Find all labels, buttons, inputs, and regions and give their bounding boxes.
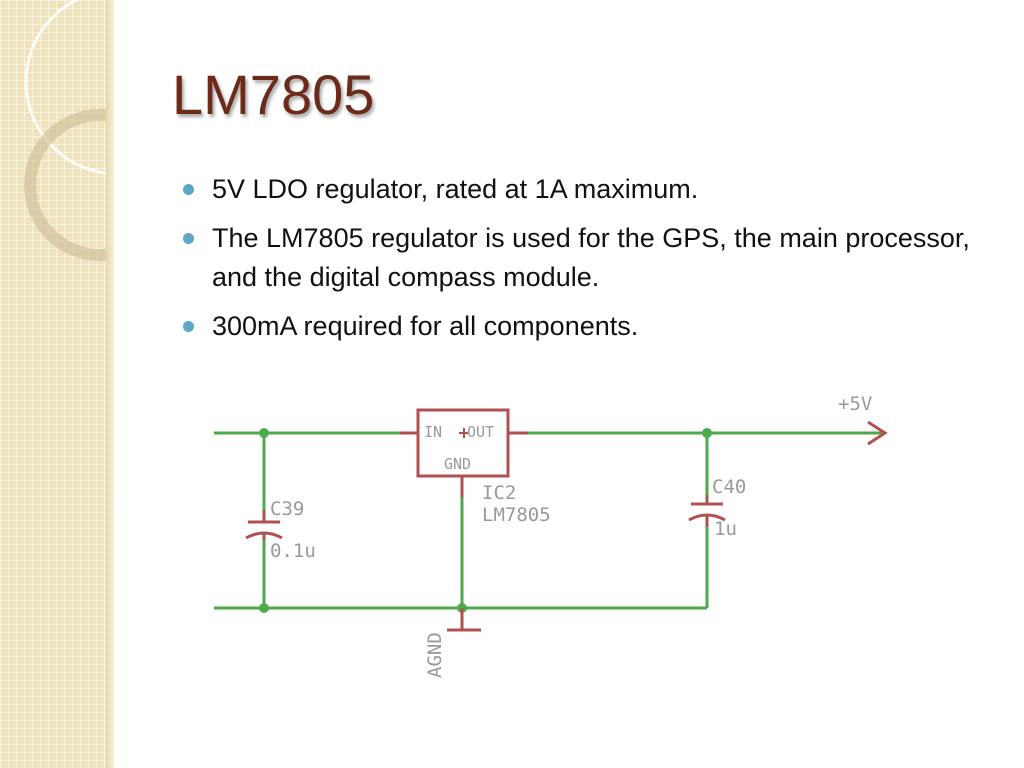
slide-title: LM7805 bbox=[172, 63, 375, 126]
bullet-text: 5V LDO regulator, rated at 1A maximum. bbox=[212, 174, 699, 204]
ic2-in-label: IN bbox=[424, 423, 442, 441]
ic2-out-label: OUT bbox=[467, 423, 494, 441]
ic2-part-label: LM7805 bbox=[482, 504, 551, 526]
bullet-text: The LM7805 regulator is used for the GPS… bbox=[212, 223, 970, 292]
component-symbols bbox=[245, 408, 888, 632]
bullet-item: The LM7805 regulator is used for the GPS… bbox=[180, 219, 1000, 297]
ic2-gnd-label: GND bbox=[444, 455, 471, 473]
supply-label: +5V bbox=[838, 393, 872, 415]
decorative-circles bbox=[24, 0, 114, 261]
bullet-dot-icon bbox=[183, 321, 194, 332]
decorative-side-panel bbox=[0, 0, 114, 768]
c40-name-label: C40 bbox=[712, 476, 746, 498]
supply-arrow bbox=[867, 420, 888, 446]
c40-value-label: 1u bbox=[714, 518, 737, 540]
bullet-list: 5V LDO regulator, rated at 1A maximum. T… bbox=[180, 170, 1000, 356]
regulator-schematic: IN OUT GND IC2 LM7805 C39 0.1u C40 1u +5… bbox=[214, 393, 888, 678]
bullet-dot-icon bbox=[183, 184, 194, 195]
junction-dots bbox=[259, 428, 712, 613]
bullet-dot-icon bbox=[183, 233, 194, 244]
ic2-name-label: IC2 bbox=[482, 482, 516, 504]
bullet-item: 5V LDO regulator, rated at 1A maximum. bbox=[180, 170, 1000, 209]
bullet-item: 300mA required for all components. bbox=[180, 307, 1000, 346]
c39-value-label: 0.1u bbox=[270, 540, 316, 562]
ground-label: AGND bbox=[424, 632, 446, 678]
c39-name-label: C39 bbox=[270, 498, 304, 520]
ic2-body bbox=[416, 408, 510, 478]
bullet-text: 300mA required for all components. bbox=[212, 311, 639, 341]
